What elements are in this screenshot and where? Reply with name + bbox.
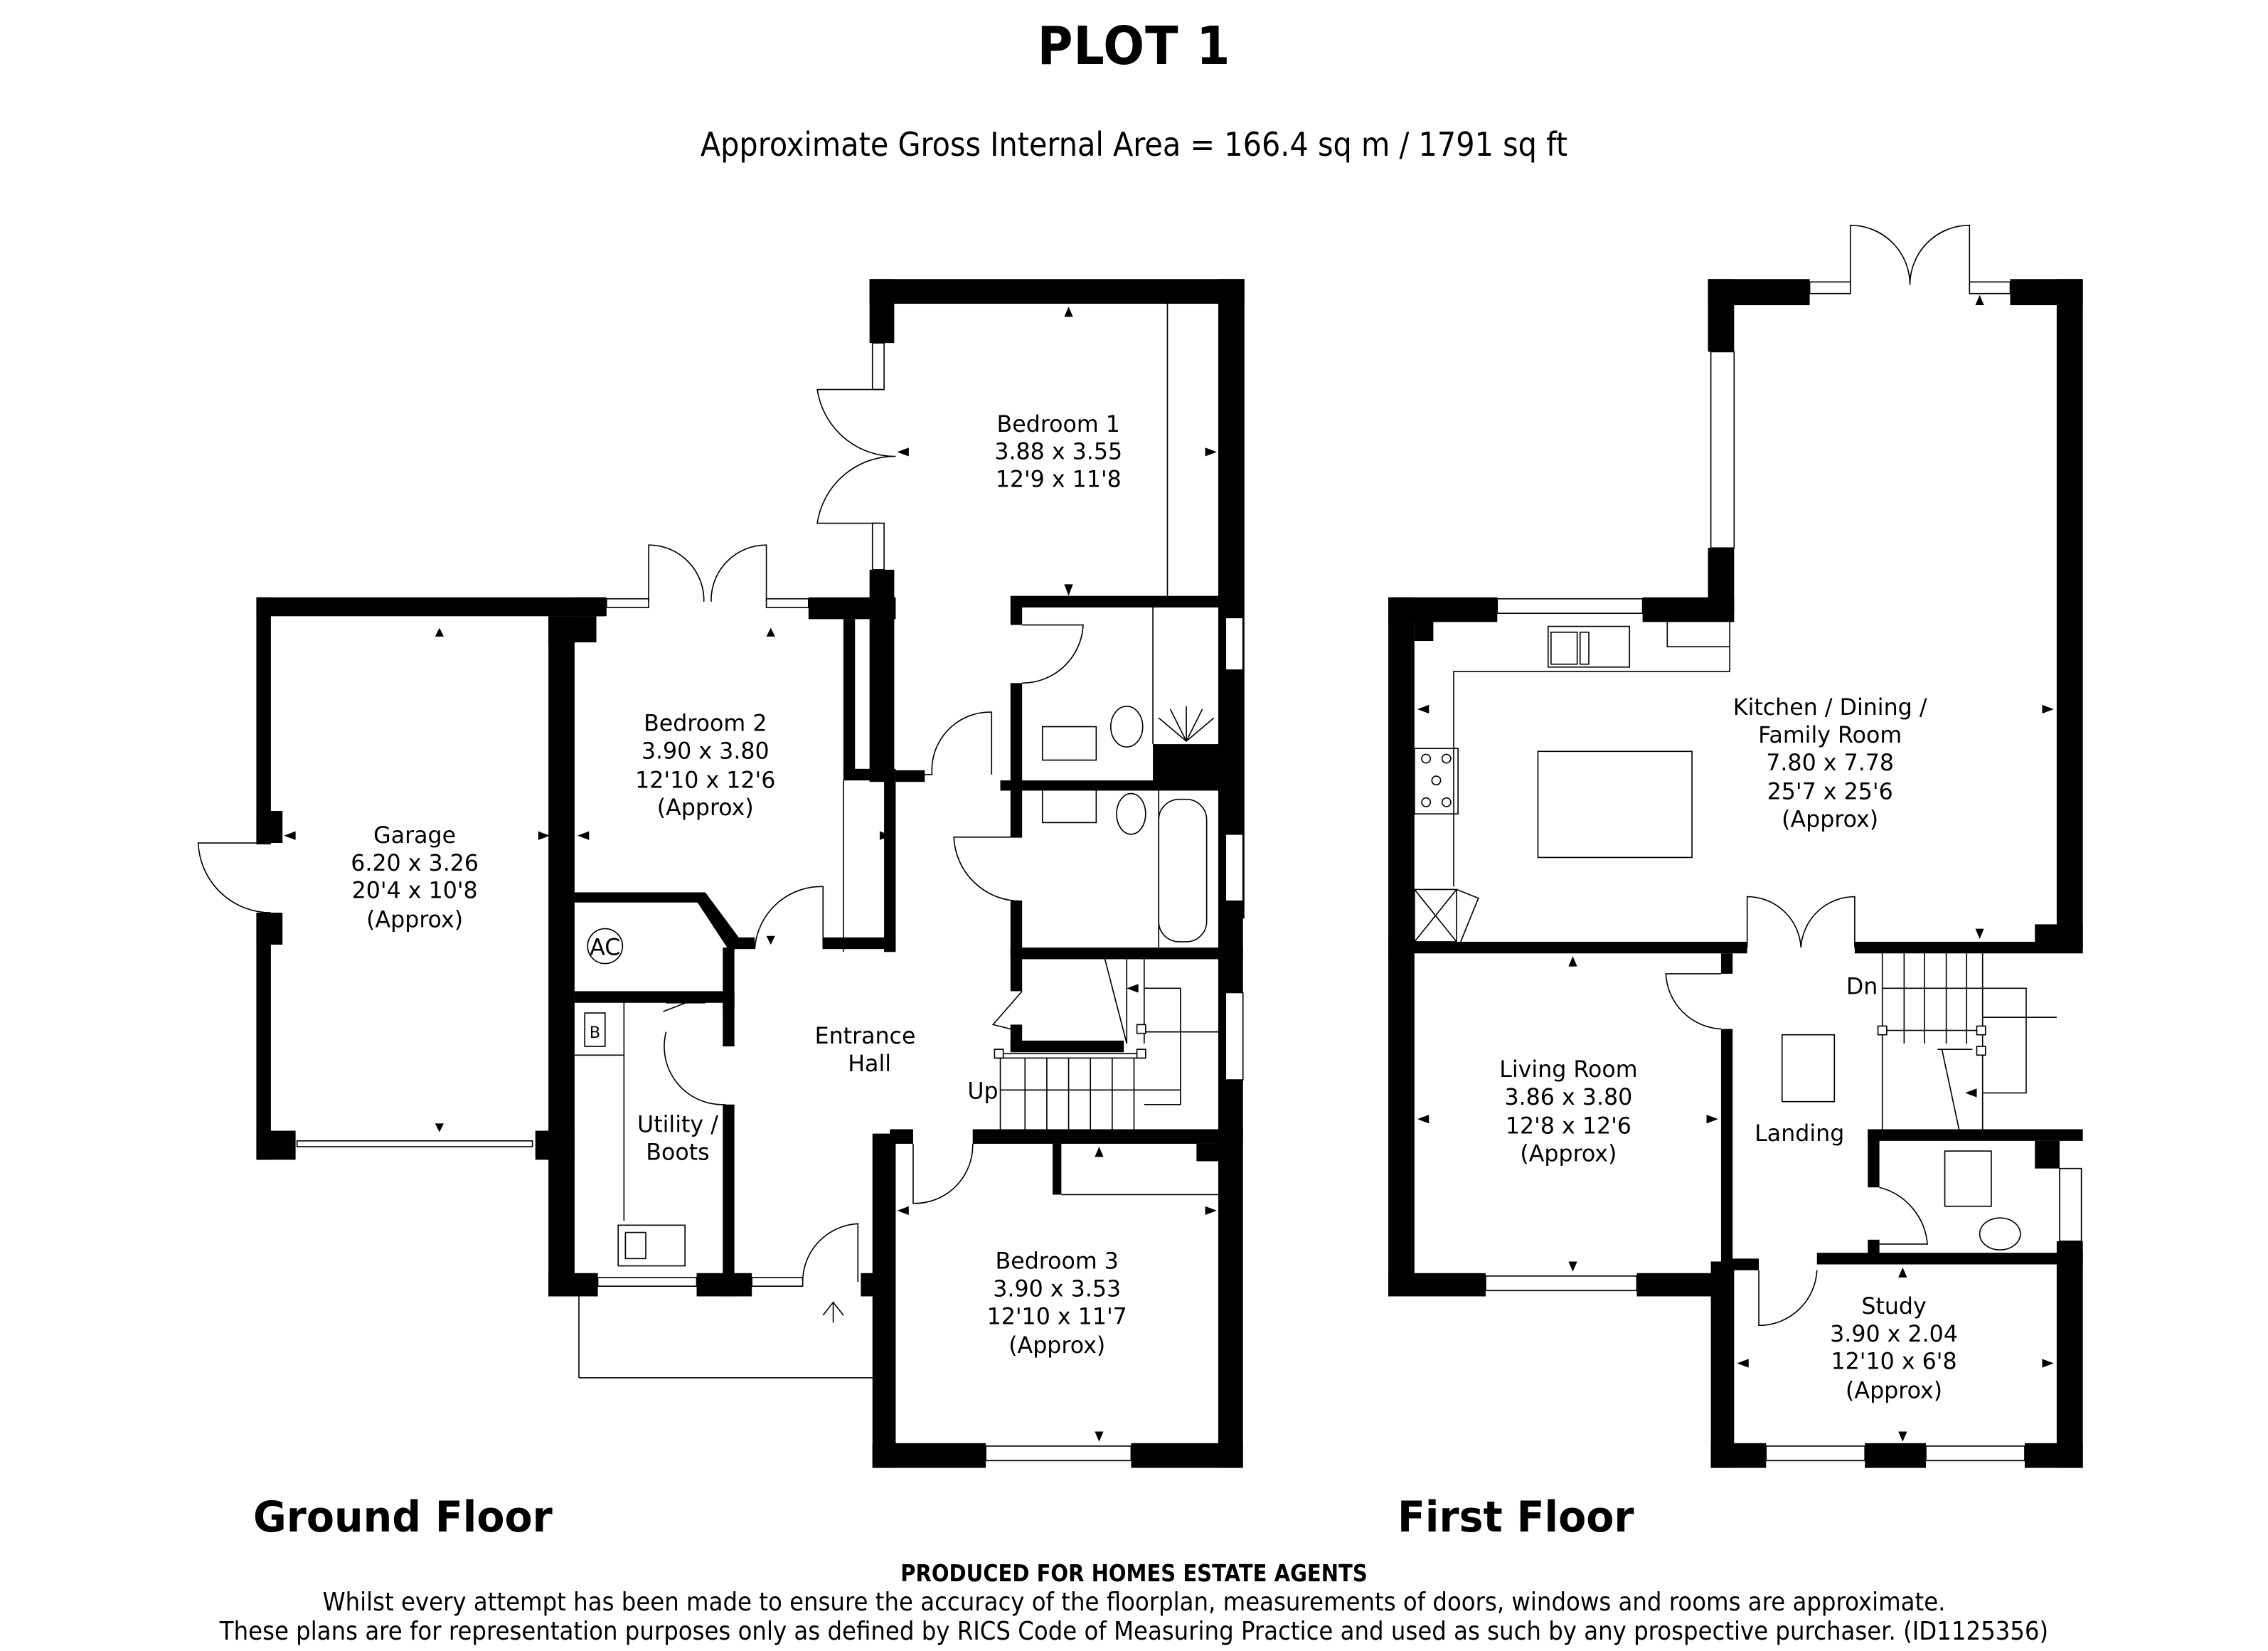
study-label: Study [1861, 1294, 1926, 1320]
study-metric: 3.90 x 2.04 [1830, 1322, 1958, 1347]
bedroom2-label: Bedroom 2 [644, 711, 767, 737]
stairs-down-label: Dn [1846, 975, 1878, 1000]
entrance-hall-label-line2: Hall [848, 1051, 891, 1077]
garage-approx: (Approx) [366, 908, 463, 933]
bedroom1-metric: 3.88 x 3.55 [994, 440, 1122, 465]
ensuite-door [1022, 624, 1084, 684]
garage-label: Garage [373, 823, 456, 849]
garage-metric: 6.20 x 3.26 [351, 851, 479, 876]
ensuite [895, 607, 1244, 791]
bedroom1-door [895, 711, 993, 775]
entrance-hall-label-line1: Entrance [815, 1024, 916, 1049]
bedroom2-imperial: 12'10 x 12'6 [635, 768, 775, 793]
living-room-metric: 3.86 x 3.80 [1504, 1085, 1632, 1110]
garage: Garage 6.20 x 3.26 20'4 x 10'8 (Approx) [197, 597, 605, 1160]
bedroom2-approx: (Approx) [657, 795, 754, 821]
study-door [1758, 1270, 1818, 1327]
stairs-ground: Up [967, 959, 1244, 1131]
ac-symbol: AC [590, 935, 620, 960]
bedroom-3: Bedroom 3 3.90 x 3.53 12'10 x 11'7 (Appr… [872, 1129, 1243, 1468]
utility-label-line1: Utility / [637, 1113, 718, 1138]
kitchen-metric: 7.80 x 7.78 [1766, 750, 1894, 776]
bedroom2-french-door-left [648, 544, 705, 602]
utility-boots: B Utility / Boots [548, 992, 873, 1379]
study-imperial: 12'10 x 6'8 [1831, 1349, 1957, 1375]
bedroom2-french-door-right [710, 544, 767, 602]
garage-door [296, 1140, 533, 1147]
bedroom3-door [912, 1143, 974, 1204]
first-floor-plan: Kitchen / Dining / Family Room 7.80 x 7.… [1388, 224, 2083, 1468]
gross-internal-area: Approximate Gross Internal Area = 166.4 … [700, 125, 1568, 164]
stairs-first [1881, 953, 2057, 1131]
living-room-approx: (Approx) [1520, 1141, 1617, 1167]
front-door [802, 1223, 859, 1283]
disclaimer-line-2: These plans are for representation purpo… [219, 1617, 2049, 1646]
plan-title: PLOT 1 [1037, 16, 1231, 77]
living-room-label: Living Room [1499, 1057, 1637, 1083]
bedroom2-door [754, 886, 824, 950]
ground-floor-plan: Garage 6.20 x 3.26 20'4 x 10'8 (Approx) [197, 279, 1245, 1468]
kitchen-label-line1: Kitchen / Dining / [1733, 695, 1927, 721]
bathroom-door [953, 837, 1023, 902]
bedroom1-label: Bedroom 1 [997, 412, 1120, 437]
bedroom-1: Bedroom 1 3.88 x 3.55 12'9 x 11'8 [816, 279, 1245, 919]
bedroom1-imperial: 12'9 x 11'8 [996, 467, 1122, 492]
living-room-imperial: 12'8 x 12'6 [1506, 1114, 1631, 1140]
living-room: Living Room 3.86 x 3.80 12'8 x 12'6 (App… [1388, 953, 1733, 1297]
disclaimer-line-1: Whilst every attempt has been made to en… [322, 1588, 1946, 1617]
stairs-up-label: Up [967, 1079, 998, 1105]
bedroom1-french-doors [816, 388, 896, 524]
kitchen-approx: (Approx) [1782, 807, 1878, 833]
utility-label-line2: Boots [646, 1140, 709, 1165]
entrance-arrow-icon [822, 1301, 844, 1323]
first-floor-label: First Floor [1397, 1492, 1634, 1542]
ac-cupboard: AC [574, 928, 735, 1009]
living-room-door [1665, 973, 1721, 1030]
garage-side-door [197, 842, 271, 913]
wc-first-floor [1868, 1129, 2083, 1258]
ground-floor-label: Ground Floor [253, 1492, 553, 1542]
bedroom3-metric: 3.90 x 3.53 [993, 1276, 1121, 1302]
study-approx: (Approx) [1846, 1378, 1942, 1403]
wc-door [1879, 1187, 1928, 1245]
bedroom2-metric: 3.90 x 3.80 [641, 739, 770, 765]
bathroom [953, 784, 1244, 1134]
entrance-hall: Entrance Hall [751, 780, 916, 1323]
kitchen-label-line2: Family Room [1758, 723, 1902, 748]
boiler-symbol: B [590, 1024, 600, 1042]
landing-double-doors [1746, 896, 1856, 948]
bedroom3-approx: (Approx) [1008, 1333, 1105, 1359]
produced-for-text: PRODUCED FOR HOMES ESTATE AGENTS [900, 1559, 1368, 1587]
landing-label: Landing [1755, 1121, 1844, 1147]
bedroom3-label: Bedroom 3 [996, 1249, 1119, 1275]
bedroom3-imperial: 12'10 x 11'7 [987, 1304, 1127, 1329]
kitchen-french-doors [1849, 224, 1971, 285]
study: Study 3.90 x 2.04 12'10 x 6'8 (Approx) [1710, 1253, 2083, 1468]
garage-imperial: 20'4 x 10'8 [352, 878, 478, 904]
landing: Landing Dn [1755, 953, 2057, 1147]
kitchen-dining-family-room: Kitchen / Dining / Family Room 7.80 x 7.… [1388, 224, 2083, 1295]
bedroom-2: Bedroom 2 3.90 x 3.80 12'10 x 12'6 (Appr… [574, 544, 896, 952]
kitchen-imperial: 25'7 x 25'6 [1767, 780, 1893, 805]
